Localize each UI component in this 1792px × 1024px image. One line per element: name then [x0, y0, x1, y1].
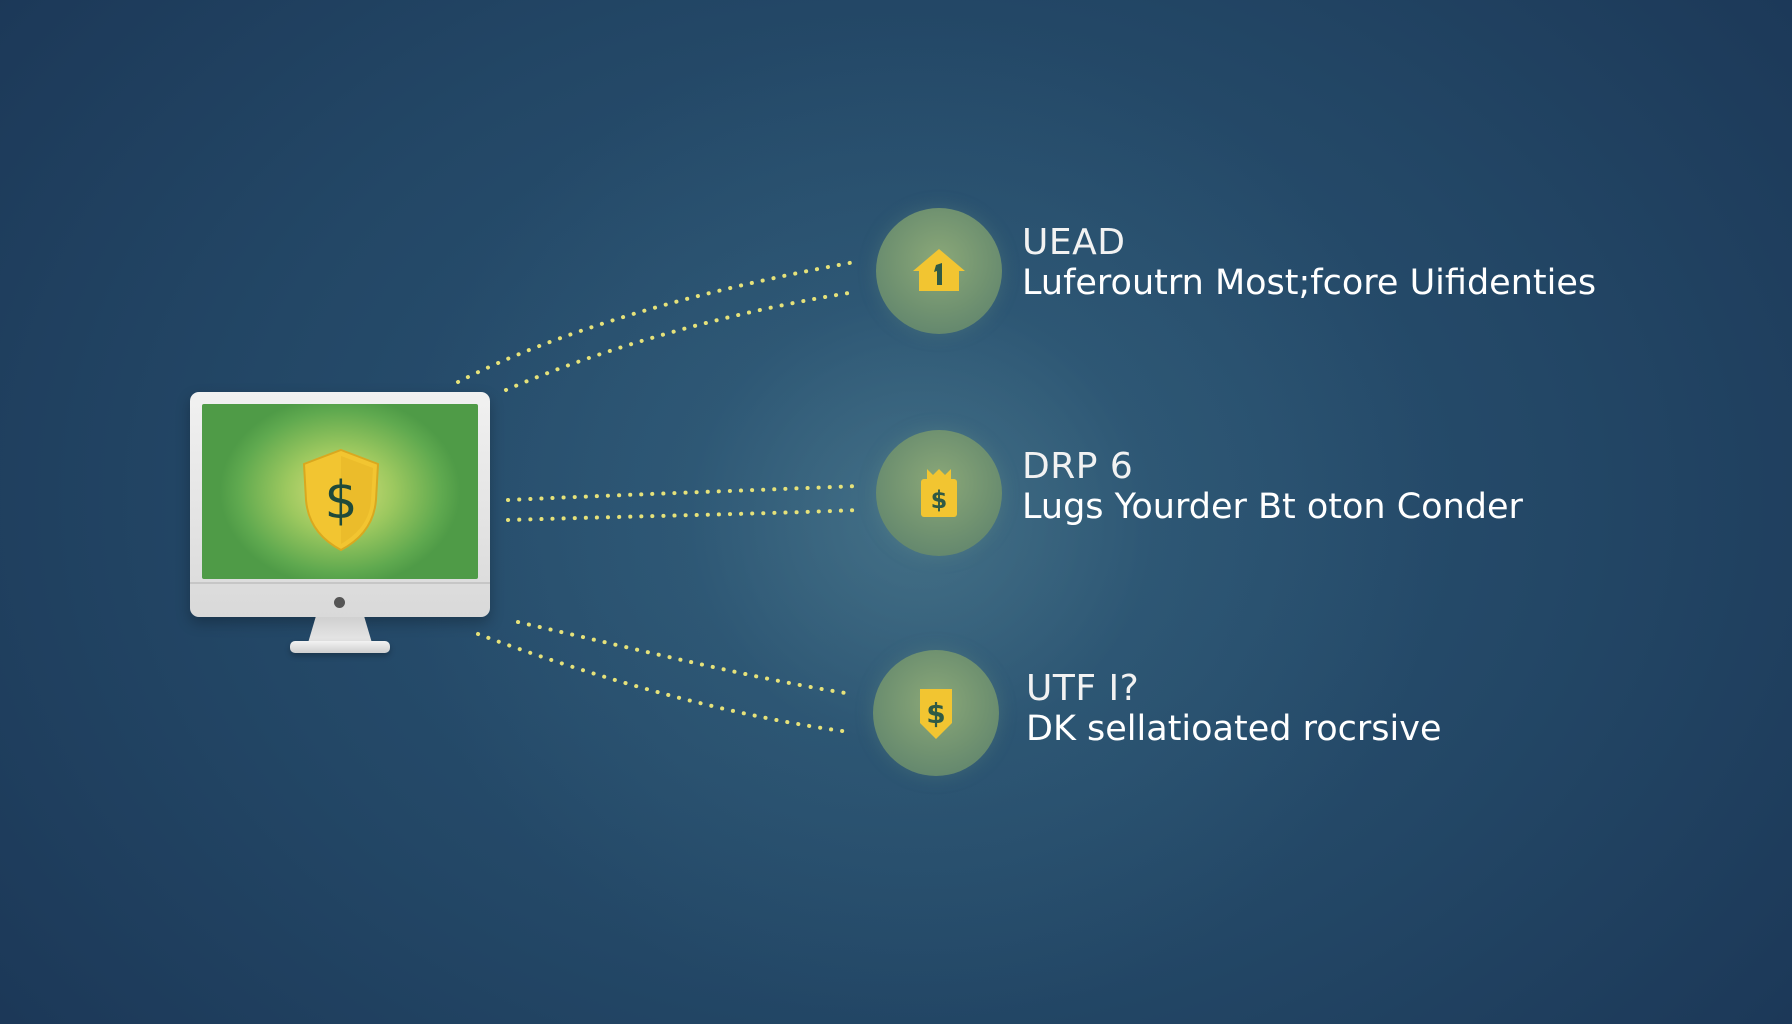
monitor-stand-neck — [308, 617, 372, 643]
connector-bot-2 — [476, 632, 852, 734]
money-bag-icon: $ — [921, 469, 957, 517]
item-1-label: UEAD Luferoutrn Most;fcore Uifidenties — [1022, 224, 1596, 304]
item-1-description: Luferoutrn Most;fcore Uifidenties — [1022, 263, 1597, 303]
monitor-stand-base — [290, 641, 390, 653]
connector-top-1 — [456, 260, 857, 384]
shield-dollar-icon: $ — [920, 689, 952, 739]
item-3-description: DK sellatioated rocrsive — [1026, 709, 1442, 749]
svg-text:$: $ — [931, 486, 948, 514]
node-1-circle — [876, 208, 1002, 334]
connector-mid-2 — [506, 508, 860, 522]
item-2-description: Lugs Yourder Bt oton Conder — [1022, 487, 1523, 527]
item-2-label: DRP 6 Lugs Yourder Bt oton Conder — [1022, 448, 1523, 528]
svg-text:$: $ — [324, 471, 357, 531]
connector-bot-1 — [516, 620, 854, 696]
item-3-label: UTF I? DK sellatioated rocrsive — [1026, 670, 1441, 750]
connector-mid-1 — [506, 484, 860, 502]
monitor-bezel — [190, 582, 490, 584]
monitor-screen: $ — [202, 404, 478, 579]
item-1-title: UEAD — [1022, 222, 1126, 263]
monitor-power-dot — [334, 597, 345, 608]
connector-top-2 — [504, 290, 857, 392]
computer-monitor: $ — [190, 392, 490, 617]
shield-dollar-icon: $ — [302, 448, 380, 552]
item-3-title: UTF I? — [1026, 668, 1140, 709]
house-icon — [913, 249, 965, 291]
node-2-circle: $ — [876, 430, 1002, 556]
item-2-title: DRP 6 — [1022, 446, 1134, 487]
node-3-circle: $ — [873, 650, 999, 776]
svg-text:$: $ — [926, 697, 945, 730]
